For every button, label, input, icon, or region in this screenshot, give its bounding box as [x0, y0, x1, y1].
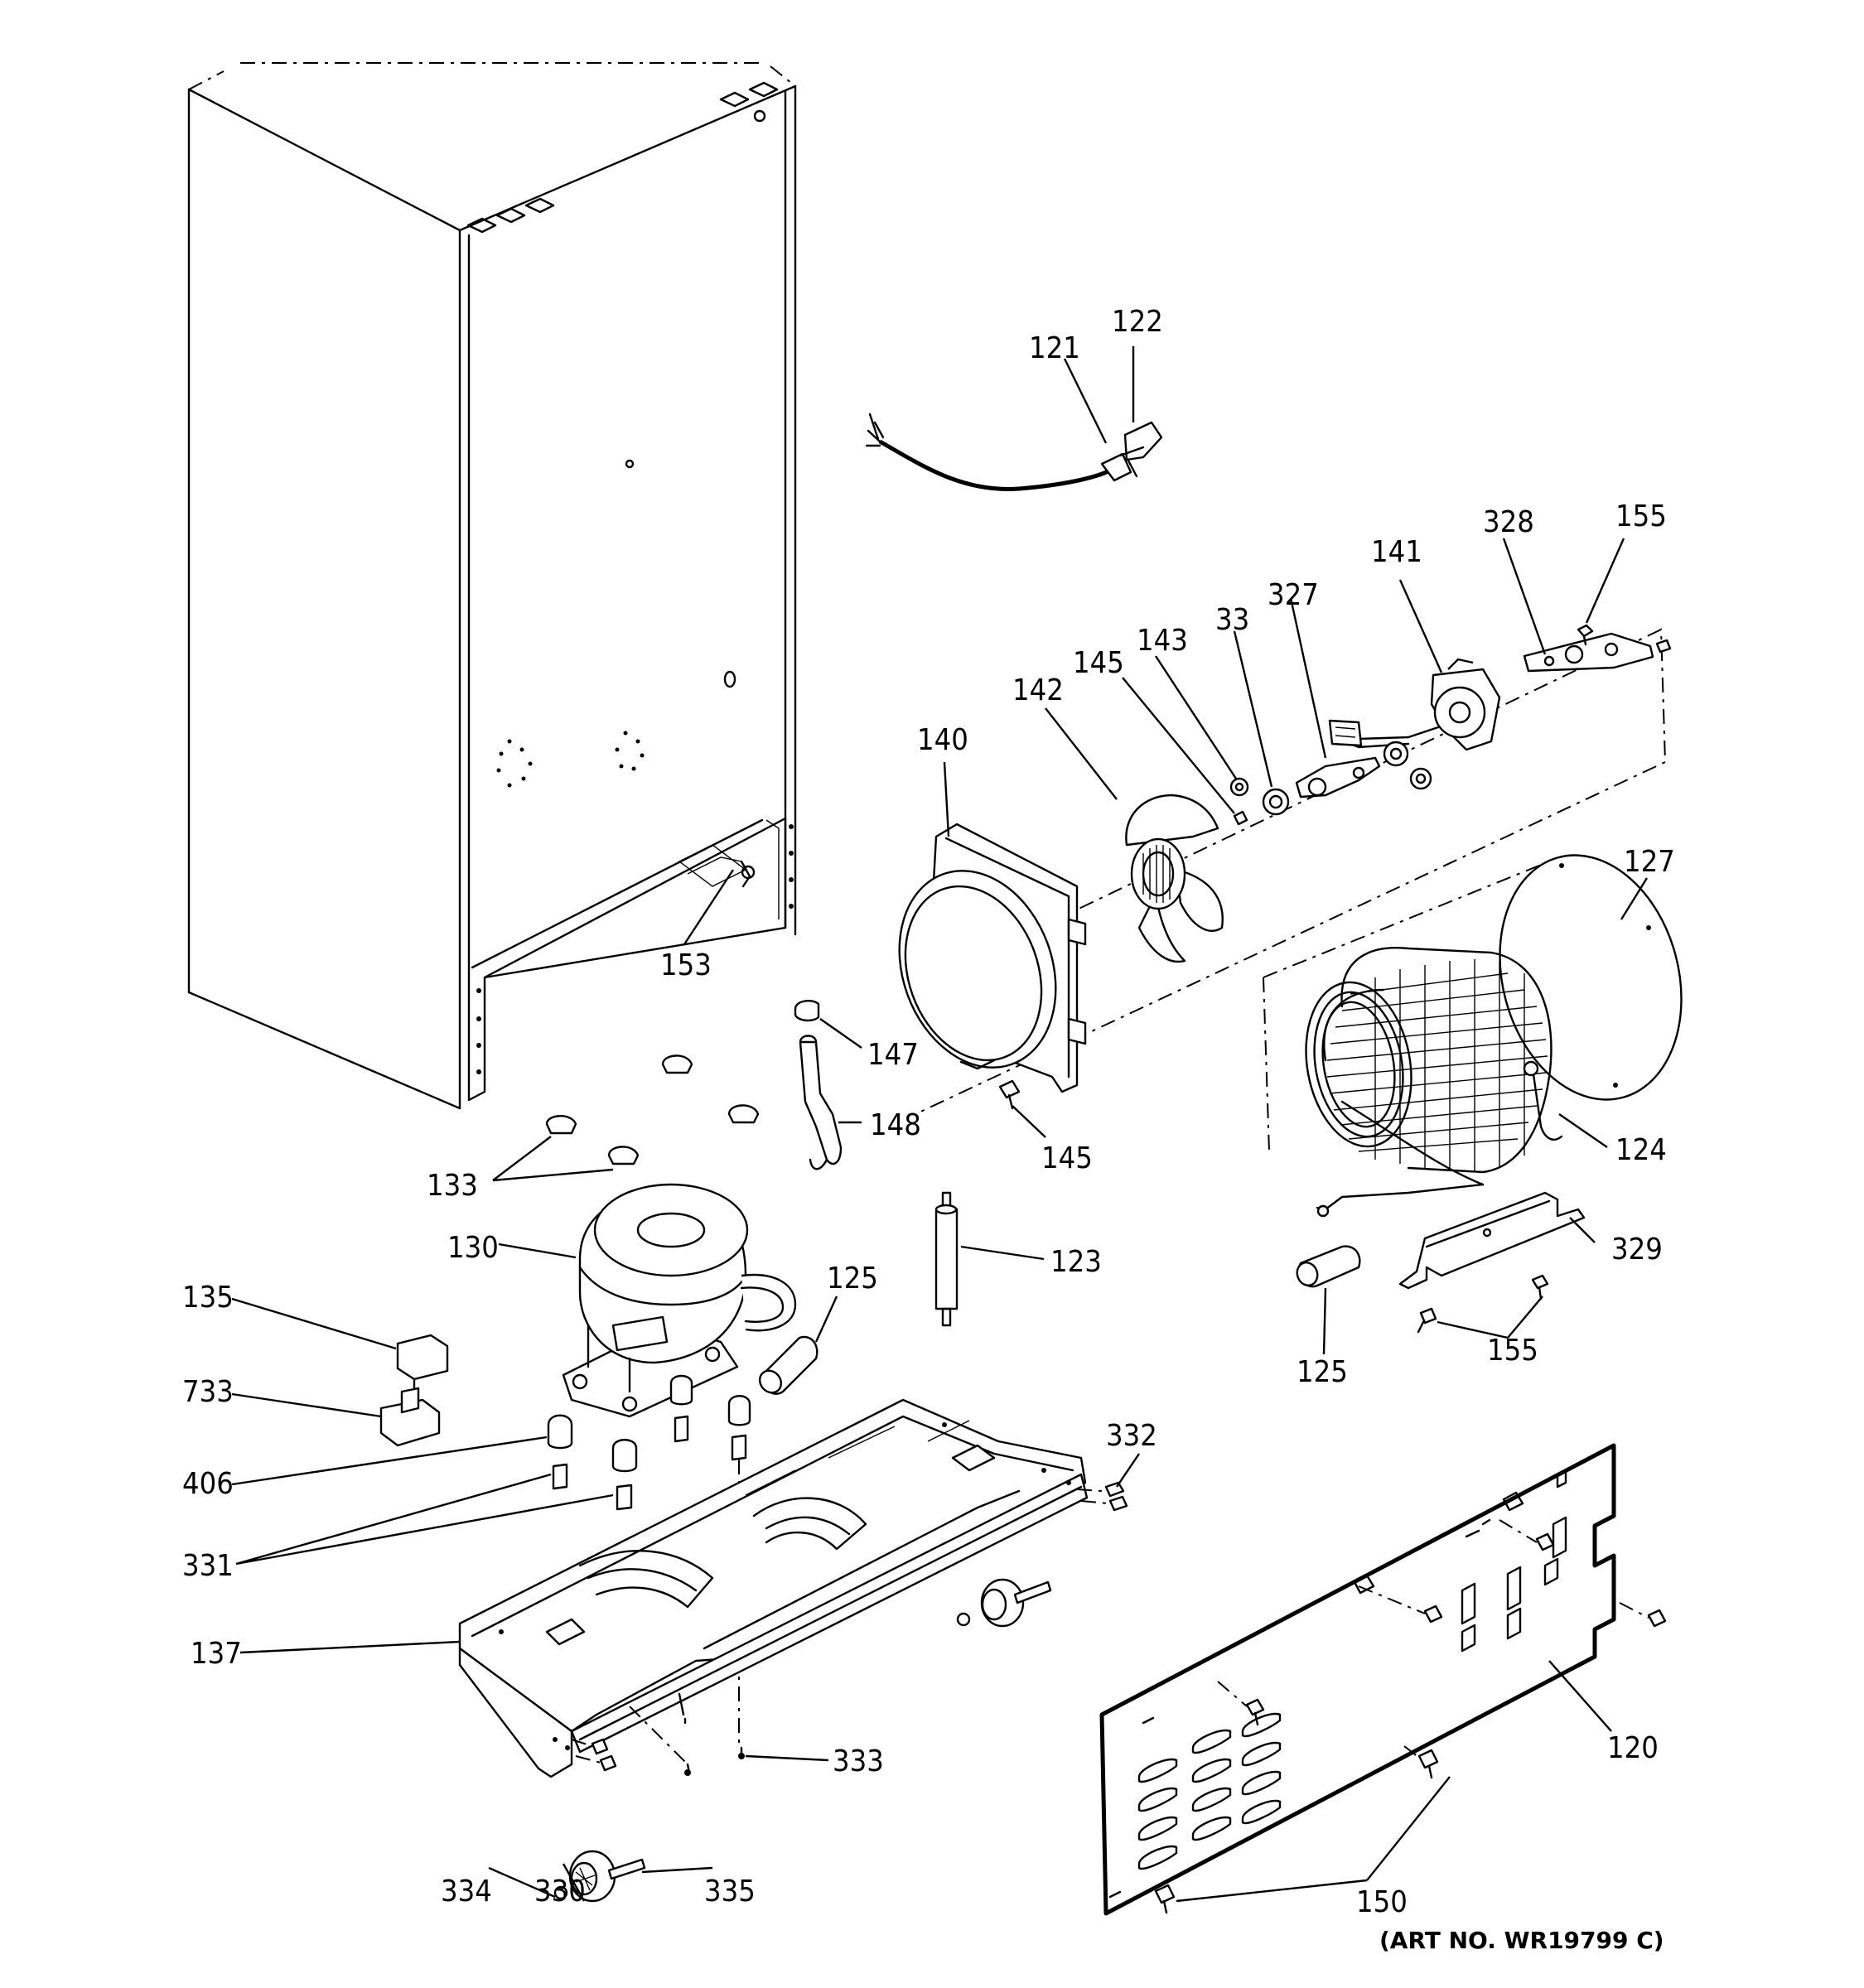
- callout-335: 335: [704, 1875, 756, 1908]
- condenser-assembly: [1263, 854, 1683, 1218]
- callout-135: 135: [182, 1281, 234, 1315]
- callout-329: 329: [1611, 1233, 1663, 1267]
- callout-33: 33: [1215, 603, 1249, 637]
- power-cord: [865, 413, 1163, 491]
- callout-137: 137: [191, 1637, 242, 1671]
- callout-334: 334: [441, 1875, 492, 1908]
- compressor: [379, 1054, 797, 1748]
- callout-121: 121: [1029, 331, 1080, 365]
- callout-120: 120: [1607, 1731, 1659, 1765]
- callout-143: 143: [1137, 624, 1188, 658]
- callout-labels: 121 122 328 155 141 327 33 143 145 142 1…: [182, 305, 1675, 1954]
- callout-127: 127: [1624, 845, 1675, 879]
- callout-147: 147: [867, 1038, 919, 1072]
- callout-733: 733: [182, 1375, 234, 1409]
- callout-332: 332: [1106, 1419, 1157, 1453]
- callout-125: 125: [827, 1262, 878, 1296]
- callout-153: 153: [660, 948, 712, 982]
- callout-333: 333: [833, 1744, 884, 1778]
- callout-122: 122: [1112, 305, 1163, 339]
- access-cover: [1099, 1443, 1667, 1916]
- callout-155-lower: 155: [1487, 1334, 1538, 1368]
- callout-123: 123: [1050, 1245, 1102, 1279]
- callout-330: 330: [534, 1875, 586, 1908]
- fan-motor-assembly: [898, 624, 1672, 1115]
- callout-145: 145: [1073, 646, 1124, 680]
- art-number: (ART NO. WR19799 C): [1379, 1927, 1664, 1954]
- callout-125-right: 125: [1297, 1355, 1348, 1389]
- callout-406: 406: [182, 1467, 234, 1501]
- callout-327: 327: [1268, 578, 1319, 612]
- callout-150: 150: [1356, 1885, 1408, 1919]
- callout-148: 148: [870, 1108, 921, 1142]
- callout-155: 155: [1615, 499, 1667, 533]
- callout-133: 133: [427, 1169, 478, 1203]
- callout-331: 331: [182, 1549, 234, 1583]
- callout-328: 328: [1483, 505, 1534, 539]
- base-pan: [458, 1398, 1128, 1778]
- callout-140: 140: [917, 723, 968, 757]
- leader-lines: [231, 346, 1649, 1903]
- callout-141: 141: [1371, 535, 1422, 569]
- callout-145-lower: 145: [1041, 1141, 1093, 1175]
- callout-124: 124: [1615, 1133, 1667, 1167]
- callout-130: 130: [447, 1231, 499, 1265]
- cabinet: [187, 62, 797, 1110]
- tubing-parts: [758, 999, 1586, 1395]
- callout-142: 142: [1012, 673, 1064, 707]
